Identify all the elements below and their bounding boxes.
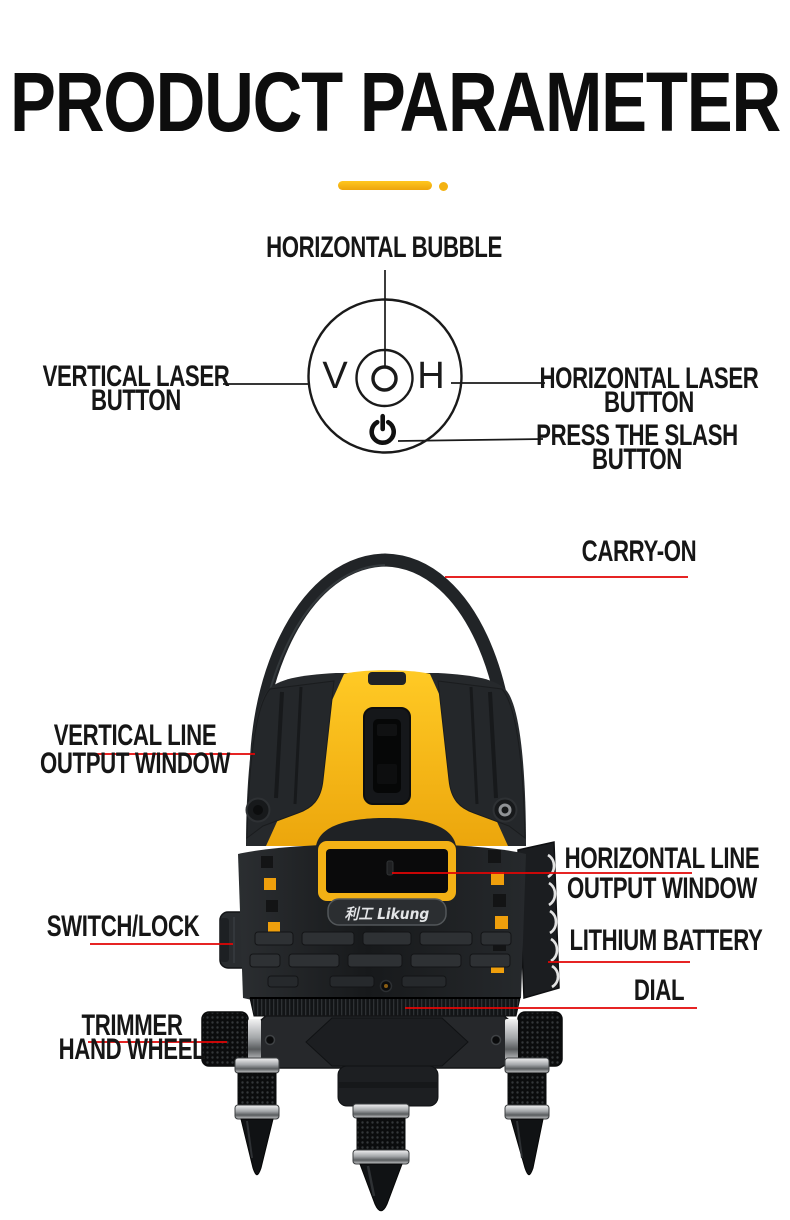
diagram-leader-lines xyxy=(223,270,545,442)
dial-ring xyxy=(249,997,521,1017)
label-vertical-laser-button: VERTICAL LASER BUTTON xyxy=(42,360,230,417)
foot-right xyxy=(504,1057,550,1176)
label-dial: DIAL xyxy=(633,974,685,1007)
power-icon xyxy=(369,413,396,445)
label-carry-on: CARRY-ON xyxy=(581,535,697,568)
trimmer-hand-wheel-left xyxy=(201,1011,261,1067)
turret-dome xyxy=(316,818,456,846)
foot-center xyxy=(352,1103,410,1212)
base xyxy=(243,1015,527,1069)
label-switch-lock: SWITCH/LOCK xyxy=(46,910,200,943)
handle-pivots xyxy=(245,797,518,823)
vertical-laser-button-letter: V xyxy=(322,355,348,397)
horizontal-laser-button-letter: H xyxy=(417,355,445,397)
label-press-the-slash-button: PRESS THE SLASH BUTTON xyxy=(536,419,738,476)
brand-logo-text: 利工 Likung xyxy=(344,905,430,923)
brand-plate xyxy=(327,898,447,926)
horizontal-line-output-window xyxy=(318,841,456,901)
battery-grip-ridges xyxy=(547,853,560,989)
label-trimmer-hand-wheel: TRIMMER HAND WHEEL xyxy=(58,1009,206,1066)
label-horizontal-laser-button: HORIZONTAL LASER BUTTON xyxy=(539,362,759,419)
label-horizontal-bubble: HORIZONTAL BUBBLE xyxy=(266,231,502,264)
page-title: PRODUCT PARAMETER xyxy=(10,55,781,149)
rib-slots xyxy=(249,931,512,988)
foot-left xyxy=(234,1057,280,1176)
title-divider-bar xyxy=(338,181,432,190)
label-vertical-line-output-window: VERTICAL LINE OUTPUT WINDOW xyxy=(39,719,231,780)
label-horizontal-line-output-window: HORIZONTAL LINE OUTPUT WINDOW xyxy=(564,842,760,905)
control-panel-diagram xyxy=(223,270,545,454)
title-divider-dot xyxy=(439,182,448,191)
trimmer-hand-wheel-right xyxy=(505,1011,563,1067)
laser-level-device xyxy=(201,553,563,1212)
vertical-line-output-window xyxy=(363,707,411,805)
red-leader-lines xyxy=(88,576,697,1043)
label-lithium-battery: LITHIUM BATTERY xyxy=(569,924,763,957)
